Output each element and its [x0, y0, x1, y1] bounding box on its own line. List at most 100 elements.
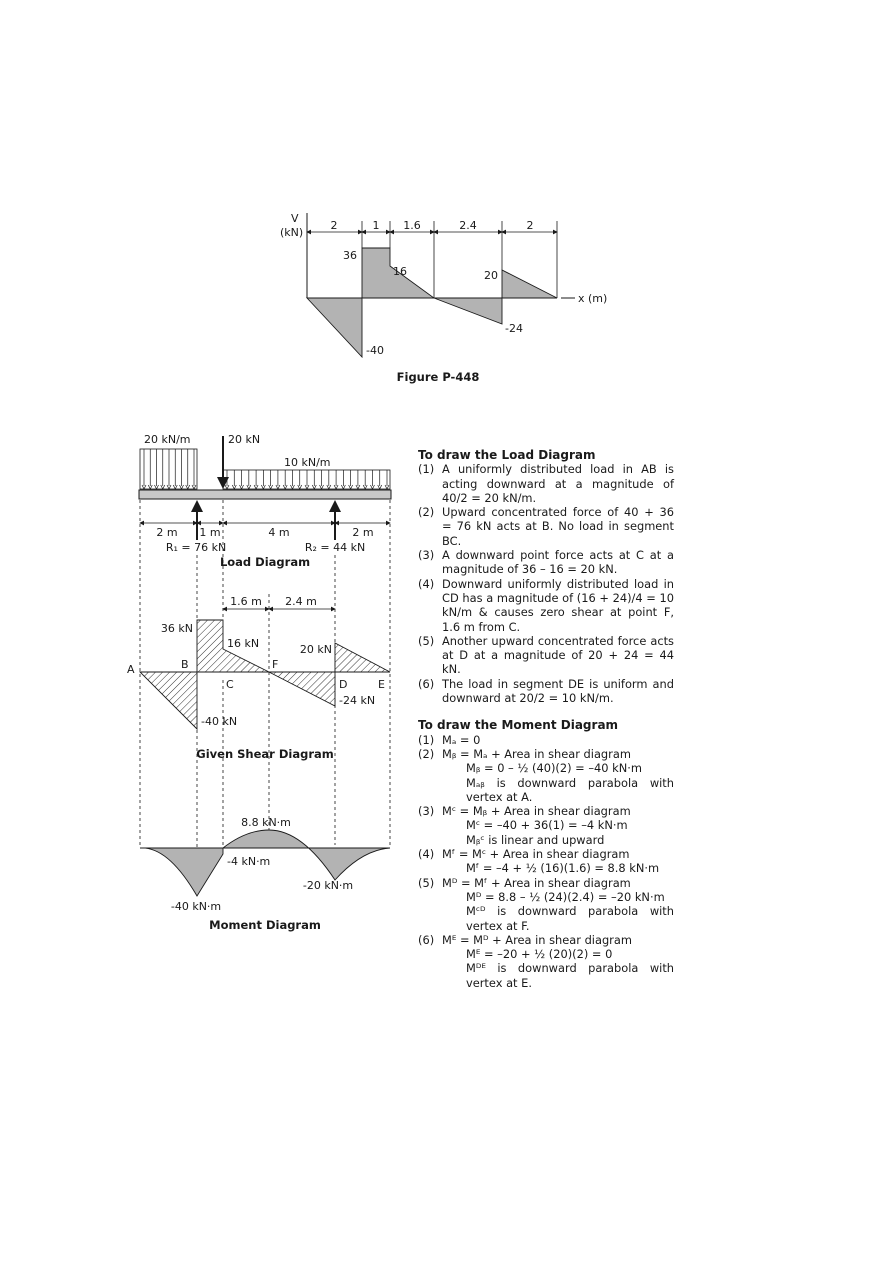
- udl-arrowhead: [282, 484, 288, 490]
- step-number: (6): [418, 676, 435, 691]
- step-line: Mᴱ = –20 + ½ (20)(2) = 0: [466, 947, 613, 962]
- udl-arrowhead: [154, 484, 159, 490]
- step-line: Mᶠ = Mᶜ + Area in shear diagram: [442, 847, 630, 862]
- shear-value: 20 kN: [300, 643, 332, 656]
- step-number: (2): [418, 746, 435, 761]
- step-number: (5): [418, 633, 435, 648]
- shear-value: -24 kN: [339, 694, 375, 707]
- step-line: Mᶜᴰ is downward parabola with vertex at …: [466, 904, 674, 933]
- udl-arrowhead: [355, 484, 361, 490]
- udl-arrowhead: [224, 484, 230, 490]
- dim-label: 4 m: [268, 526, 289, 539]
- udl-arrowhead: [261, 484, 266, 490]
- figure-p448: V (kN) 2 1 1.6 2.4 2: [280, 212, 607, 384]
- udl-arrowhead: [172, 484, 178, 490]
- point-label: D: [339, 678, 347, 691]
- step-number: (1): [418, 462, 435, 477]
- dim-label: 1 m: [199, 526, 220, 539]
- udl-arrowhead: [246, 484, 252, 490]
- udl2-label: 10 kN/m: [284, 456, 331, 469]
- reaction-r1-label: R₁ = 76 kN: [166, 541, 226, 554]
- udl-arrowhead: [377, 484, 383, 490]
- value-label: -24: [505, 322, 523, 335]
- shear-value: 16 kN: [227, 637, 259, 650]
- udl-arrowhead: [179, 484, 184, 490]
- load-steps-list: (1)A uniformly distributed load in AB is…: [418, 462, 674, 705]
- moment-area-ab: [139, 847, 224, 897]
- load-step: (1)A uniformly distributed load in AB is…: [418, 462, 674, 505]
- moment-value: 8.8 kN·m: [241, 816, 291, 829]
- step-line: Mᶜ = Mᵦ + Area in shear diagram: [442, 804, 631, 819]
- point-label: C: [226, 678, 234, 691]
- udl-arrowhead: [348, 484, 353, 490]
- load-step: (3)A downward point force acts at C at a…: [418, 548, 674, 577]
- step-number: (5): [418, 875, 435, 890]
- udl-arrowhead: [141, 484, 147, 490]
- udl-arrowhead: [268, 484, 273, 490]
- step-number: (6): [418, 932, 435, 947]
- step-line: Mᵦᶜ is linear and upward: [466, 832, 605, 847]
- shear-diagram: 1.6 m 2.4 m 36 kN 16 kN 20 kN -40 kN -24…: [127, 595, 391, 761]
- udl-arrowhead: [275, 484, 281, 490]
- step-line: Mᵦ = Mₐ + Area in shear diagram: [442, 746, 631, 761]
- step-line: Mᵦ = 0 – ½ (40)(2) = –40 kN·m: [466, 761, 642, 776]
- span-label: 1: [373, 219, 380, 232]
- span-label: 2.4: [459, 219, 477, 232]
- udl-arrowhead: [253, 484, 259, 490]
- udl-arrowhead: [370, 484, 375, 490]
- step-line: Mₐ = 0: [442, 732, 481, 747]
- value-label: 16: [393, 265, 407, 278]
- value-label: 36: [343, 249, 357, 262]
- shear-value: 36 kN: [161, 622, 193, 635]
- udl-arrowhead: [185, 484, 191, 490]
- udl-arrowhead: [191, 484, 197, 490]
- step-number: (1): [418, 732, 435, 747]
- span-label: 1.6: [403, 219, 421, 232]
- moment-value: -20 kN·m: [303, 879, 353, 892]
- shear-caption: Given Shear Diagram: [196, 747, 333, 761]
- step-text: The load in segment DE is uniform and do…: [442, 676, 674, 706]
- moment-step: (1) Mₐ = 0: [418, 733, 674, 747]
- udl-arrowhead: [304, 484, 310, 490]
- shear-hatched-areas: [138, 619, 391, 731]
- udl-arrowhead: [384, 484, 390, 490]
- step-number: (4): [418, 576, 435, 591]
- load-steps-title: To draw the Load Diagram: [418, 448, 596, 462]
- udl-arrowhead: [326, 484, 332, 490]
- udl-arrowhead: [290, 484, 295, 490]
- x-axis-label: x (m): [578, 292, 607, 305]
- dim-label: 2 m: [156, 526, 177, 539]
- step-number: (2): [418, 505, 435, 520]
- moment-value: -4 kN·m: [227, 855, 270, 868]
- moment-diagram: 8.8 kN·m -4 kN·m -20 kN·m -40 kN·m Momen…: [139, 816, 391, 932]
- udl1-arrows: [141, 449, 197, 490]
- load-step: (4) Downward uniformly distributed load i…: [418, 577, 674, 634]
- step-line: Mᴰᴱ is downward parabola with vertex at …: [466, 961, 674, 990]
- udl-arrowhead: [362, 484, 368, 490]
- step-text: Downward uniformly distributed load in C…: [442, 576, 674, 634]
- reaction-r2-label: R₂ = 44 kN: [305, 541, 365, 554]
- udl1-outline: [139, 448, 198, 490]
- step-text: Another upward concentrated force acts a…: [442, 633, 674, 677]
- point-label: B: [181, 658, 189, 671]
- udl-arrowhead: [160, 484, 166, 490]
- span-label: 2: [527, 219, 534, 232]
- shear-areas: [305, 247, 558, 359]
- load-diagram: 20 kN/m 20 kN 10 kN/m 2 m 1 m 4 m 2 m R₁…: [138, 433, 392, 569]
- dim-label: 1.6 m: [230, 595, 262, 608]
- step-number: (3): [418, 804, 435, 819]
- udl-arrowhead: [231, 484, 237, 490]
- moment-caption: Moment Diagram: [209, 918, 321, 932]
- step-line: Mₐᵦ is downward parabola with vertex at …: [466, 775, 674, 804]
- step-line: Mᴰ = Mᶠ + Area in shear diagram: [442, 875, 631, 890]
- step-number: (3): [418, 548, 435, 563]
- udl1-label: 20 kN/m: [144, 433, 191, 446]
- moment-steps-list: (1) Mₐ = 0 (2) Mᵦ = Mₐ + Area in shear diag…: [418, 733, 674, 990]
- moment-steps-title: To draw the Moment Diagram: [418, 718, 619, 733]
- shear-value: -40 kN: [201, 715, 237, 728]
- load-step: (6) The load in segment DE is uniform and…: [418, 677, 674, 706]
